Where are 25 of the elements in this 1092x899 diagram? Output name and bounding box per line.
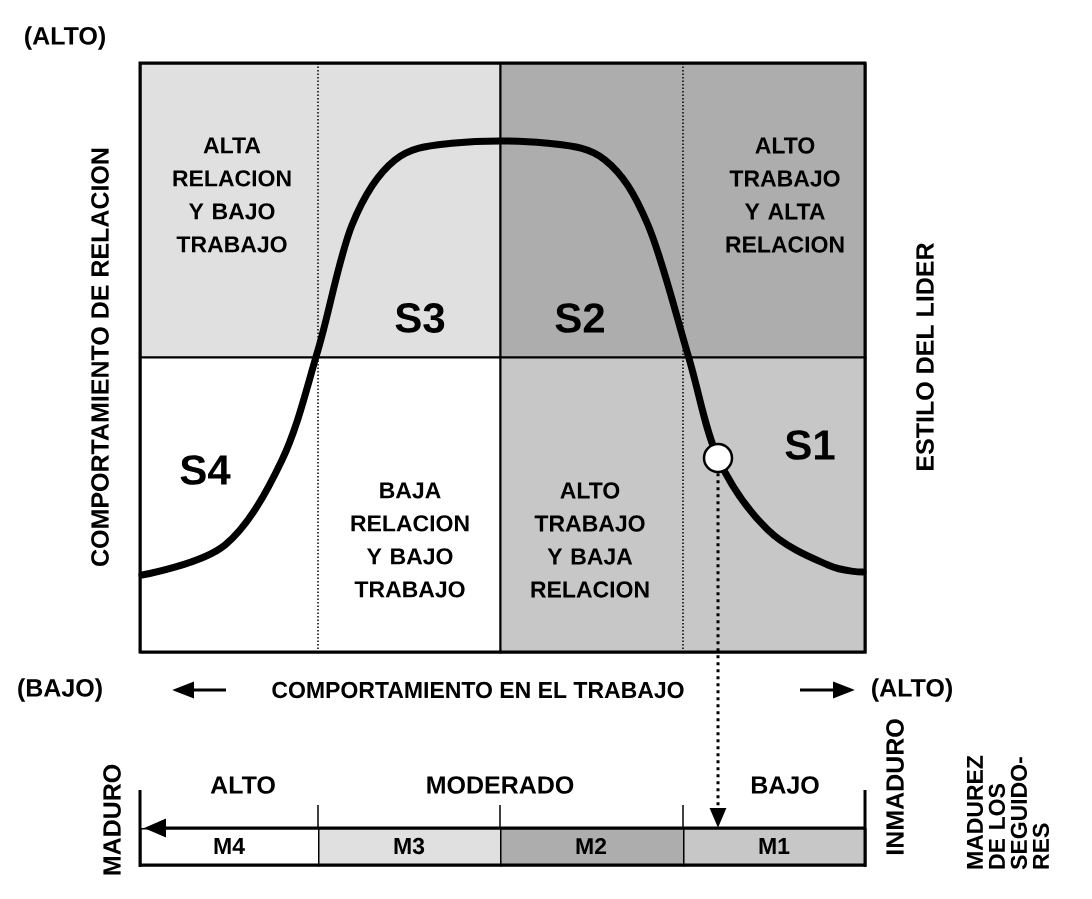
maturity-cell: M2 <box>500 828 685 867</box>
axis-title: COMPORTAMIENTO DE RELACION <box>91 148 109 566</box>
maturity-cell: M3 <box>318 828 502 867</box>
scale-end-label: INMADURO <box>886 719 904 855</box>
scale-label: ALTO <box>210 776 275 794</box>
style-label: S4 <box>180 455 231 485</box>
scale-label: MODERADO <box>427 776 574 794</box>
maturity-cell: M1 <box>683 828 867 867</box>
style-label: S1 <box>785 430 835 460</box>
side-title: ESTILO DEL LIDER <box>916 242 934 470</box>
style-label: S2 <box>555 303 604 333</box>
quadrant-box <box>500 63 867 359</box>
axis-end-label: (BAJO) <box>18 678 102 702</box>
style-description: ALTA RELACION Y BAJO TRABAJO <box>173 137 291 253</box>
style-label: S3 <box>395 303 445 333</box>
style-description: ALTO TRABAJO Y BAJA RELACION <box>531 482 649 598</box>
style-description: BAJA RELACION Y BAJO TRABAJO <box>351 482 469 598</box>
point-circle <box>702 442 734 474</box>
quadrant-box <box>140 63 502 359</box>
scale-label: BAJO <box>751 776 819 794</box>
style-description: ALTO TRABAJO Y ALTA RELACION <box>726 137 844 253</box>
axis-end-label: (ALTO) <box>25 26 105 50</box>
axis-title: COMPORTAMIENTO EN EL TRABAJO <box>272 681 684 699</box>
side-title: MADUREZ DE LOS SEGUIDO-RES <box>967 755 1049 870</box>
axis-end-label: (ALTO) <box>872 678 952 702</box>
